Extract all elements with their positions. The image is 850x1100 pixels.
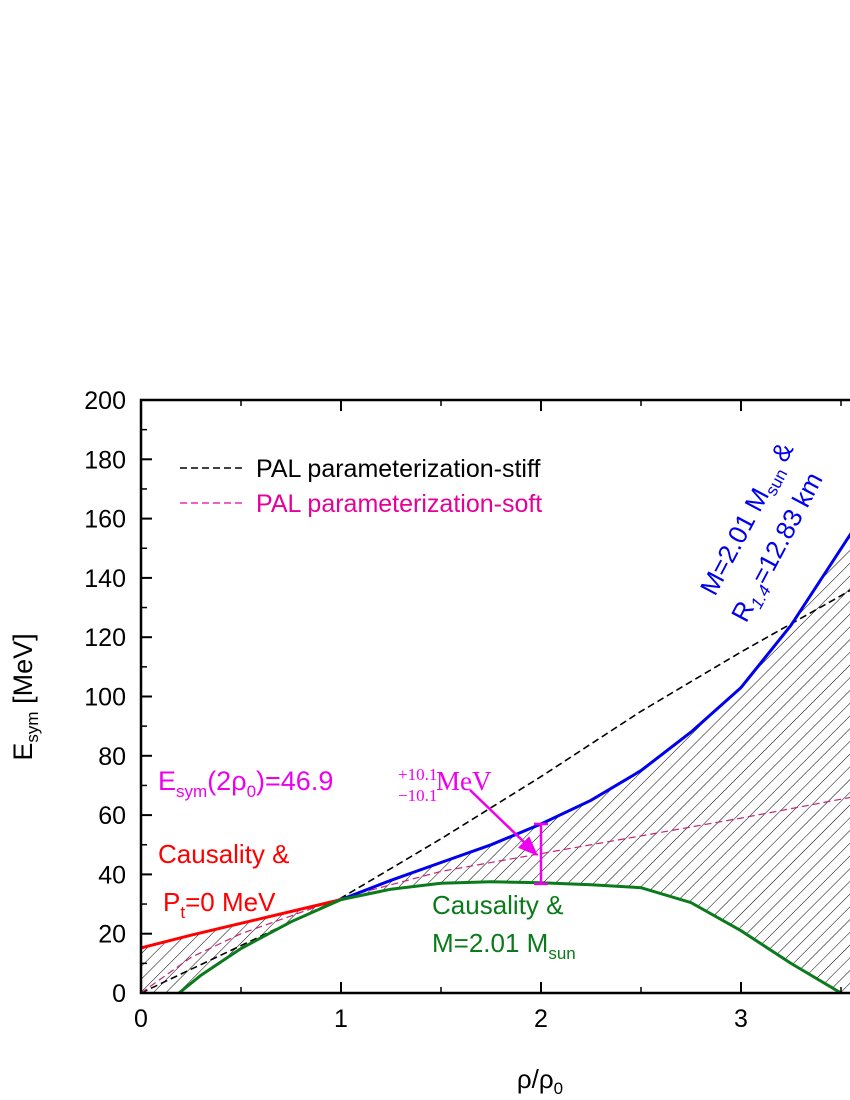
esym-unit: MeV [436,766,492,796]
esym-error-sub: −10.1 [398,786,437,805]
esym-arrow [469,789,538,856]
series-causality-m-line [178,880,842,993]
y-tick-label: 140 [84,565,126,593]
legend-soft-label: PAL parameterization-soft [256,490,542,518]
y-tick-label: 200 [84,387,126,415]
x-tick-label: 3 [734,1005,748,1033]
legend-stiff-label: PAL parameterization-stiff [256,455,540,483]
causality-m-line1: Causality & [432,890,564,920]
arrow-shaft [469,789,529,847]
y-tick-label: 0 [112,980,126,1008]
y-tick-label: 20 [98,921,126,949]
tick-labels: 0 1 2 3 0 20 40 60 80 100 120 140 160 180 200 [84,387,748,1033]
y-tick-label: 180 [84,446,126,474]
esym-annotation: Esym(2ρ0)=46.9 [158,766,333,801]
x-tick-label: 2 [534,1005,548,1033]
esym-error-sup: +10.1 [398,765,437,784]
allowed-region-hatch [141,534,850,993]
y-tick-label: 80 [98,743,126,771]
y-tick-label: 120 [84,624,126,652]
y-tick-label: 60 [98,802,126,830]
series-causality-pt-line [141,898,342,950]
y-tick-label: 40 [98,861,126,889]
causality-m-line2: M=2.01 Msun [432,928,576,963]
series-soft-line [141,796,850,993]
arrow-head [518,836,538,856]
plot-area [141,532,850,993]
series-layer [141,532,850,993]
y-axis-label: Esym [MeV] [8,633,42,760]
y-tick-label: 100 [84,684,126,712]
esym-error-bar [534,822,548,886]
series-mass-radius-line [340,532,850,901]
y-tick-label: 160 [84,506,126,534]
axis-ticks [140,399,842,994]
x-tick-label: 1 [334,1005,348,1033]
causality-pt-line2: Pt=0 MeV [163,887,276,922]
x-axis-label: ρ/ρ0 [517,1064,563,1098]
x-tick-label: 0 [134,1005,148,1033]
legend: PAL parameterization-stiff PAL parameter… [180,455,542,518]
causality-pt-line1: Causality & [158,839,290,869]
